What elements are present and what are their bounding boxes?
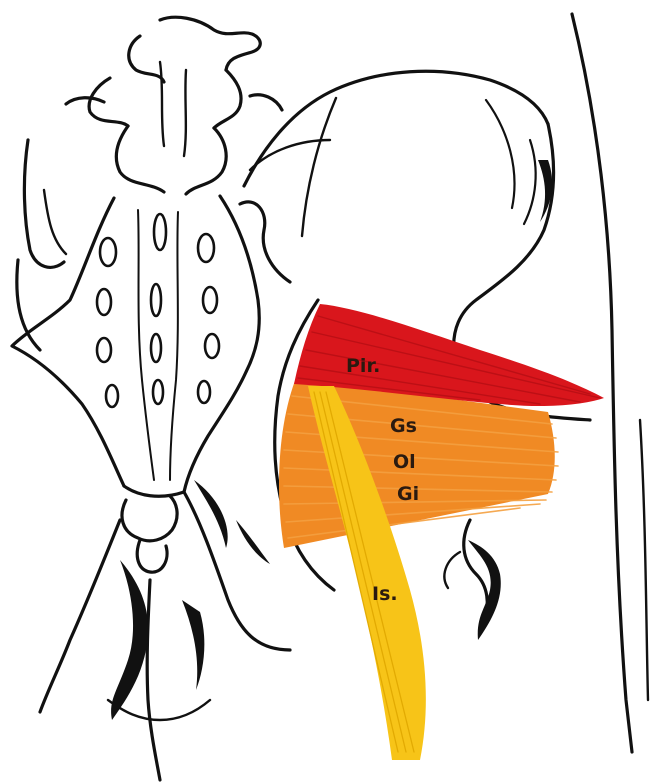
label-piriformis: Pir. — [346, 355, 380, 377]
label-gemellus-inferior: Gi — [397, 483, 419, 505]
label-obturator-internus: Ol — [393, 451, 416, 473]
label-gemellus-superior: Gs — [390, 415, 417, 437]
label-ischiatic-nerve: Is. — [372, 583, 398, 605]
